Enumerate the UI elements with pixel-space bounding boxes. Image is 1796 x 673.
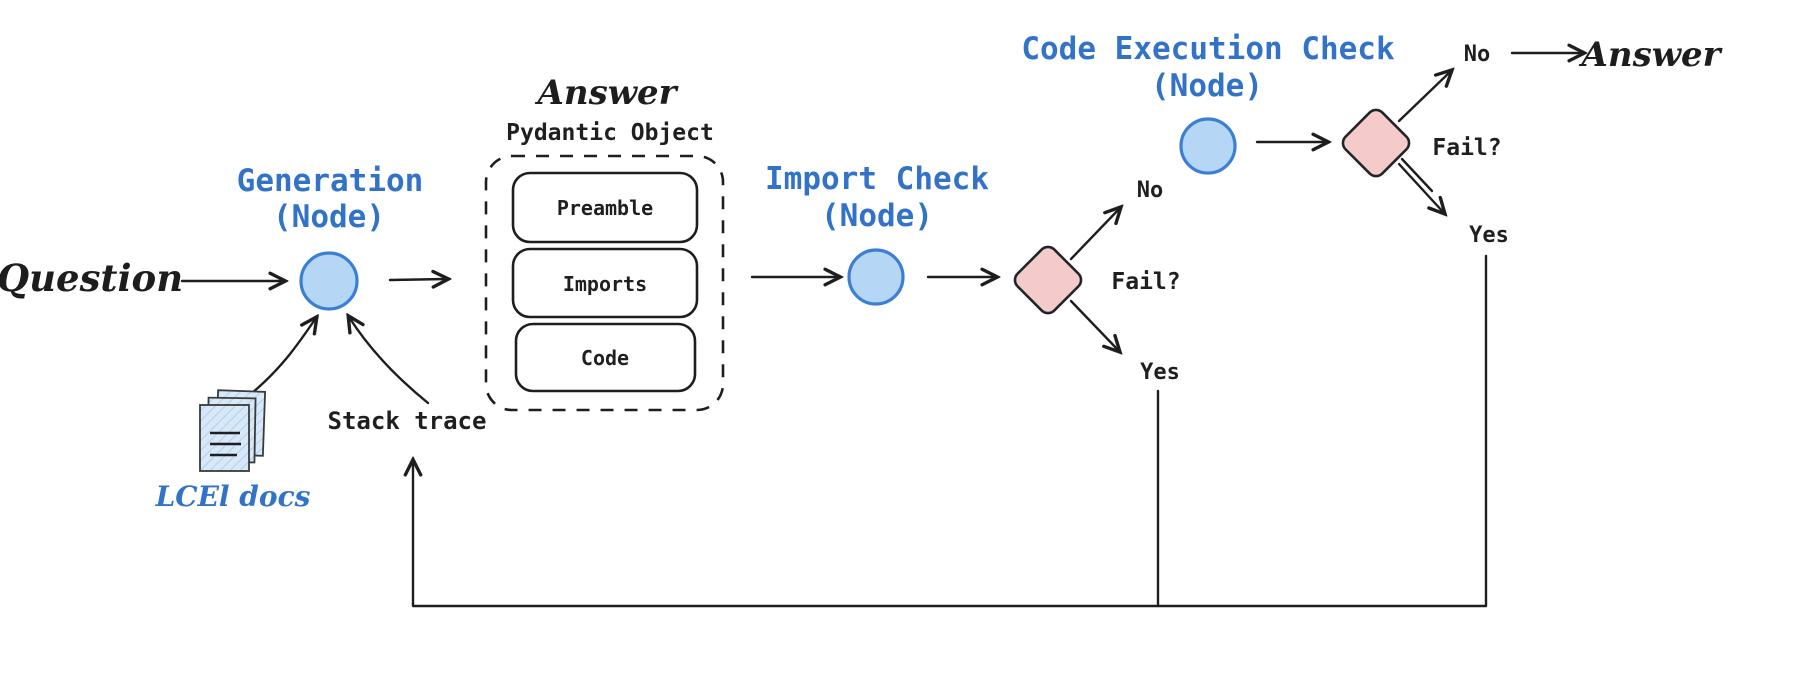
- arrow-diamond1-yes: [1069, 299, 1119, 351]
- arrow-diamond2-no: [1397, 71, 1451, 123]
- arrow-diamond2-yes: [1397, 162, 1444, 213]
- arrow-lcel-docs-to-generation: [250, 318, 316, 395]
- import-check-subtitle: (Node): [821, 198, 933, 234]
- generation-node-circle: [299, 251, 359, 311]
- lcel-docs-label: LCEl docs: [155, 480, 311, 513]
- arrow-diamond2-yes-double-stroke: [1400, 157, 1434, 193]
- code-execution-circle: [1179, 117, 1237, 175]
- fail-label-2: Fail?: [1432, 135, 1501, 161]
- import-check-title: Import Check: [765, 161, 989, 197]
- document-stack-icon: [199, 389, 267, 472]
- imports-label: Imports: [563, 272, 647, 296]
- question-label: Question: [0, 256, 183, 300]
- fail-diamond-1: [1013, 245, 1083, 315]
- preamble-box: [511, 171, 699, 244]
- code-box: [514, 322, 697, 393]
- generation-node-subtitle: (Node): [273, 199, 385, 235]
- generation-node-title: Generation: [237, 163, 424, 199]
- imports-box: [511, 247, 699, 319]
- code-label: Code: [581, 346, 629, 370]
- code-execution-check-subtitle: (Node): [1151, 68, 1263, 104]
- arrow-stack-trace-to-generation: [349, 317, 430, 405]
- answer-object-title: Answer: [534, 73, 678, 113]
- feedback-loop-line: [413, 254, 1488, 608]
- preamble-label: Preamble: [557, 196, 653, 220]
- pydantic-object-label: Pydantic Object: [506, 120, 714, 146]
- code-execution-check-title: Code Execution Check: [1021, 31, 1395, 67]
- arrow-diamond1-no: [1069, 208, 1120, 261]
- pydantic-object-box: [484, 154, 725, 412]
- yes-label-1: Yes: [1140, 360, 1180, 385]
- no-label-2: No: [1464, 42, 1491, 67]
- final-answer-label: Answer: [1578, 35, 1722, 75]
- stack-trace-label: Stack trace: [328, 407, 487, 435]
- no-label-1: No: [1137, 178, 1164, 203]
- yes-label-2: Yes: [1469, 223, 1509, 248]
- fail-label-1: Fail?: [1111, 269, 1180, 295]
- import-check-circle: [847, 248, 905, 306]
- fail-diamond-2: [1341, 108, 1411, 178]
- arrow-generation-to-answer-object: [388, 279, 447, 280]
